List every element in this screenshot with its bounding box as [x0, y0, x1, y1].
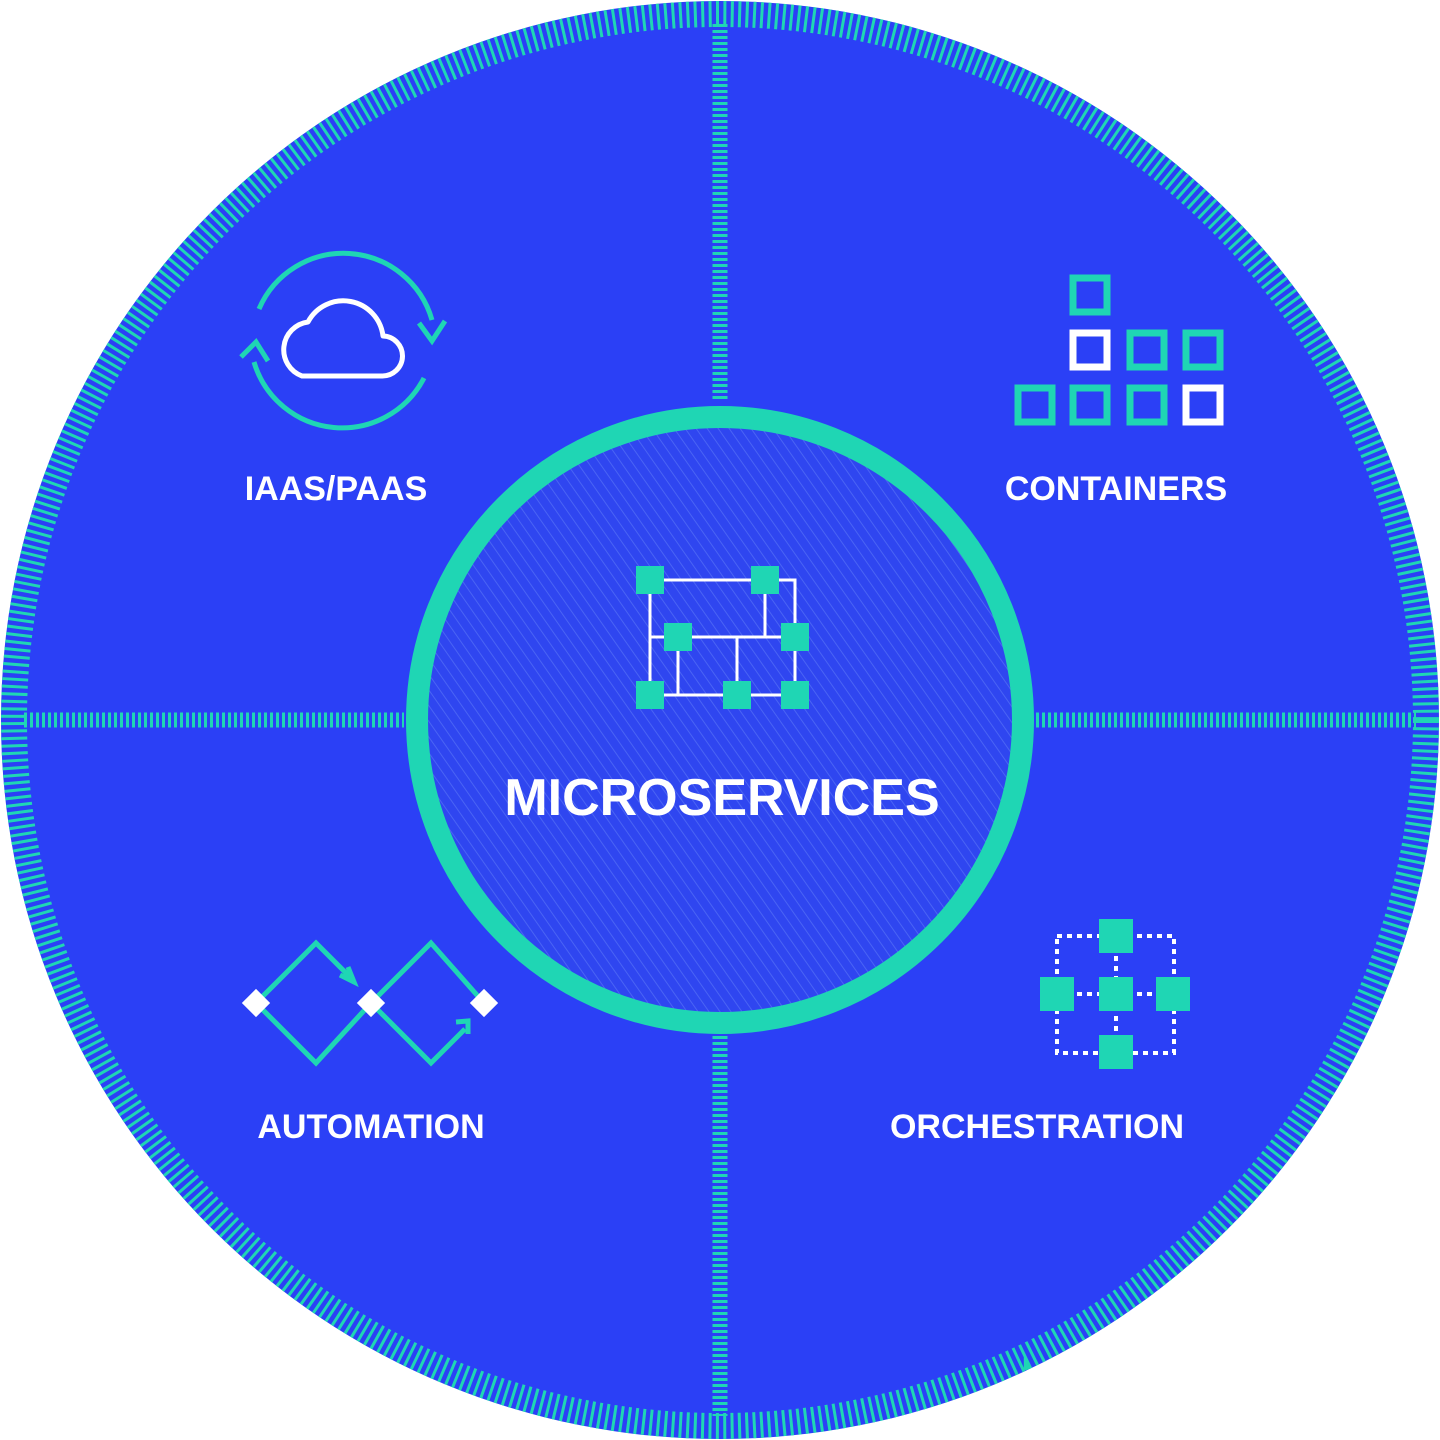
automation-flow-icon	[241, 939, 499, 1067]
center-circle	[406, 406, 1034, 1034]
quadrant-dividers	[24, 24, 1416, 1416]
cloud-cycle-icon	[239, 250, 448, 431]
iaas-paas-label: IAAS/PAAS	[245, 470, 428, 508]
center-label: MICROSERVICES	[504, 769, 939, 827]
microservices-network-icon	[636, 566, 809, 709]
quadrant-orchestration: ORCHESTRATION	[890, 919, 1190, 1146]
quadrant-containers: CONTAINERS	[1005, 274, 1227, 508]
quadrant-automation: AUTOMATION	[241, 939, 499, 1146]
containers-label: CONTAINERS	[1005, 470, 1227, 508]
orchestration-label: ORCHESTRATION	[890, 1108, 1184, 1146]
quadrant-iaas-paas: IAAS/PAAS	[239, 250, 448, 508]
containers-grid-icon	[1014, 274, 1224, 426]
automation-label: AUTOMATION	[257, 1108, 484, 1146]
orchestration-network-icon	[1040, 919, 1190, 1069]
